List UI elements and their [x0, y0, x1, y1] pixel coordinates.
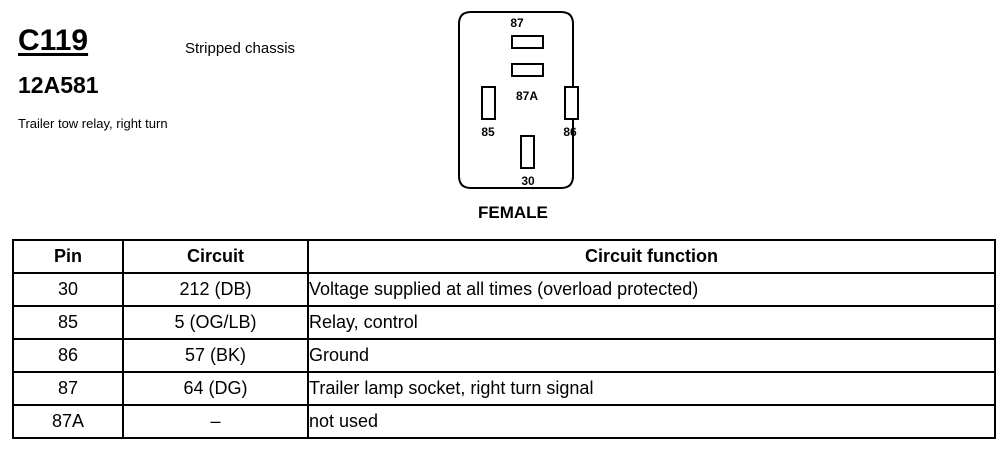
function-cell: Voltage supplied at all times (overload …	[307, 272, 996, 307]
pin-cell: 87A	[12, 404, 124, 439]
function-cell: Relay, control	[307, 305, 996, 340]
connector-outline	[458, 11, 574, 189]
variant-label: Stripped chassis	[185, 40, 296, 57]
pin-cell: 86	[12, 338, 124, 373]
function-cell: not used	[307, 404, 996, 439]
view-label: FEMALE	[478, 203, 548, 222]
circuit-cell: 64 (DG)	[122, 371, 309, 406]
part-number: 12A581	[18, 72, 99, 98]
pin-slot-87a	[511, 63, 544, 77]
pin-slot-86	[564, 86, 579, 120]
column-header-pin: Pin	[12, 239, 124, 274]
pin-slot-87	[511, 35, 544, 49]
table-row: 87 64 (DG) Trailer lamp socket, right tu…	[12, 371, 996, 406]
table-row: 86 57 (BK) Ground	[12, 338, 996, 373]
pin-slot-85	[481, 86, 496, 120]
pinout-table: Pin Circuit Circuit function 30 212 (DB)…	[12, 239, 996, 439]
pin-label-30: 30	[521, 174, 535, 188]
circuit-cell: 5 (OG/LB)	[122, 305, 309, 340]
function-cell: Trailer lamp socket, right turn signal	[307, 371, 996, 406]
circuit-cell: –	[122, 404, 309, 439]
table-header-row: Pin Circuit Circuit function	[12, 239, 996, 274]
column-header-function: Circuit function	[307, 239, 996, 274]
circuit-cell: 212 (DB)	[122, 272, 309, 307]
connector-description: Trailer tow relay, right turn	[18, 116, 168, 131]
pin-cell: 85	[12, 305, 124, 340]
pin-label-86: 86	[563, 125, 577, 139]
pin-cell: 30	[12, 272, 124, 307]
circuit-cell: 57 (BK)	[122, 338, 309, 373]
pin-label-87a: 87A	[515, 89, 538, 103]
table-row: 85 5 (OG/LB) Relay, control	[12, 305, 996, 340]
table-row: 87A – not used	[12, 404, 996, 439]
connector-id: C119	[18, 24, 89, 57]
connector-face-diagram: 87 87A 85 86 30	[457, 10, 579, 190]
pin-cell: 87	[12, 371, 124, 406]
pin-slot-30	[520, 135, 535, 169]
function-cell: Ground	[307, 338, 996, 373]
pin-label-87: 87	[510, 16, 524, 30]
table-row: 30 212 (DB) Voltage supplied at all time…	[12, 272, 996, 307]
pin-label-85: 85	[481, 125, 495, 139]
column-header-circuit: Circuit	[122, 239, 309, 274]
